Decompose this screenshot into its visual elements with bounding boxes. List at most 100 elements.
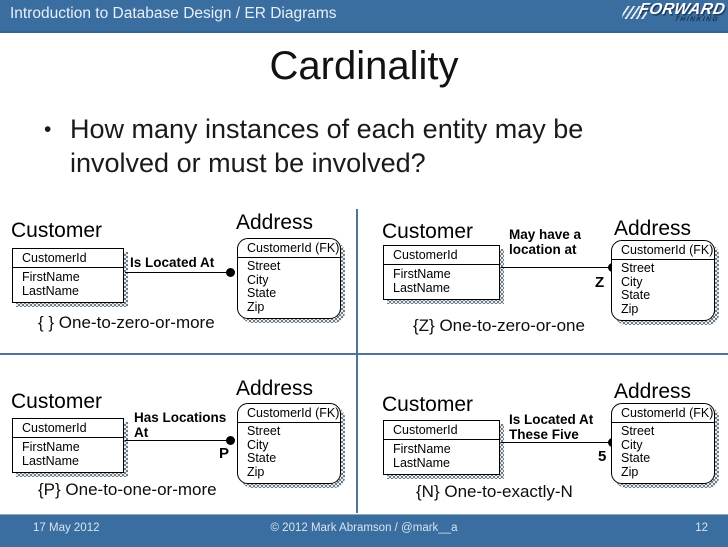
entity-attribute: LastName xyxy=(22,284,79,298)
relationship-line xyxy=(125,440,230,441)
entity-attribute: City xyxy=(247,272,269,287)
entity-attribute: State xyxy=(621,288,651,302)
entity-attribute: Street xyxy=(247,424,281,438)
entity-box: CustomerId (FK) Street City State Zip xyxy=(611,403,715,484)
customer-entity-title: Customer xyxy=(11,219,103,242)
entity-attribute: City xyxy=(621,437,643,452)
relationship-line xyxy=(125,272,230,273)
entity-attribute: City xyxy=(621,274,643,289)
entity-attribute: State xyxy=(247,286,277,300)
entity-attribute: FirstName xyxy=(393,442,451,456)
footer-bar: 17 May 2012 © 2012 Mark Abramson / @mark… xyxy=(0,514,728,547)
entity-attributes: Street City State Zip xyxy=(238,258,340,318)
customer-entity-title: Customer xyxy=(382,393,474,416)
address-entity-title: Address xyxy=(236,377,314,400)
relationship-line xyxy=(501,442,612,443)
quadrant-one-to-zero-or-more: Customer CustomerId FirstName LastName I… xyxy=(0,205,356,353)
quadrant-one-to-zero-or-one: Customer CustomerId FirstName LastName M… xyxy=(356,205,728,353)
relationship-label-line: At xyxy=(134,425,149,440)
entity-key: CustomerId xyxy=(13,419,123,438)
entity-attribute: FirstName xyxy=(22,440,80,454)
entity-box: CustomerId (FK) Street City State Zip xyxy=(611,240,715,321)
entity-box: CustomerId (FK) Street City State Zip xyxy=(237,238,341,319)
bullet-text: How many instances of each entity may be… xyxy=(70,114,584,178)
entity-key: CustomerId (FK) xyxy=(238,239,340,258)
footer-copyright: © 2012 Mark Abramson / @mark__a xyxy=(270,522,458,534)
slide-title: Cardinality xyxy=(269,44,459,88)
cardinality-dot-icon xyxy=(226,268,235,277)
entity-attribute: State xyxy=(247,451,277,465)
entity-attribute: City xyxy=(247,437,269,452)
entity-attribute: Zip xyxy=(621,301,639,316)
relationship-label: Is Located At xyxy=(130,255,214,270)
relationship-label: Is Located At These Five xyxy=(509,412,593,442)
bullet-item: • How many instances of each entity may … xyxy=(44,112,659,180)
entity-key: CustomerId (FK) xyxy=(612,404,714,423)
address-entity: CustomerId (FK) Street City State Zip xyxy=(237,403,345,488)
cardinality-dot-icon xyxy=(226,436,235,445)
entity-attributes: Street City State Zip xyxy=(238,423,340,483)
entity-box: CustomerId (FK) Street City State Zip xyxy=(237,403,341,484)
customer-entity: CustomerId FirstName LastName xyxy=(383,420,504,479)
entity-box: CustomerId FirstName LastName xyxy=(383,245,500,300)
relationship-label-line: Is Located At xyxy=(509,412,594,427)
entity-attribute: Zip xyxy=(621,464,639,479)
entity-key: CustomerId xyxy=(384,246,499,265)
cardinality-letter: 5 xyxy=(598,448,607,465)
forward-logo: FORWARD THINKING xyxy=(621,1,727,31)
cardinality-letter: Z xyxy=(595,274,605,291)
entity-attribute: Street xyxy=(247,259,281,273)
cardinality-caption: {Z} One-to-zero-or-one xyxy=(413,316,585,335)
customer-entity: CustomerId FirstName LastName xyxy=(12,418,128,477)
relationship-label: May have a location at xyxy=(509,227,581,257)
quadrant-divider-vertical xyxy=(356,209,358,513)
customer-entity-title: Customer xyxy=(382,220,474,243)
entity-key: CustomerId xyxy=(13,249,123,268)
customer-entity-title: Customer xyxy=(11,390,103,413)
entity-attribute: Zip xyxy=(247,464,265,479)
address-entity: CustomerId (FK) Street City State Zip xyxy=(611,240,719,325)
logo-subtext: THINKING xyxy=(674,16,720,23)
address-entity: CustomerId (FK) Street City State Zip xyxy=(237,238,345,323)
cardinality-caption: {N} One-to-exactly-N xyxy=(416,482,573,501)
address-entity-title: Address xyxy=(614,217,692,240)
entity-attribute: Street xyxy=(621,424,655,438)
footer-date: 17 May 2012 xyxy=(33,522,100,534)
relationship-label-line: location at xyxy=(509,242,577,257)
relationship-line xyxy=(501,267,612,268)
entity-attributes: FirstName LastName xyxy=(384,265,499,299)
address-entity-title: Address xyxy=(236,211,314,234)
entity-attributes: Street City State Zip xyxy=(612,260,714,320)
relationship-label-line: May have a xyxy=(509,227,582,242)
relationship-label-line: Is Located At xyxy=(130,255,215,270)
entity-box: CustomerId FirstName LastName xyxy=(383,420,500,475)
quadrant-one-to-one-or-more: Customer CustomerId FirstName LastName H… xyxy=(0,356,356,514)
entity-attribute: LastName xyxy=(393,281,450,295)
quadrant-one-to-exactly-n: Customer CustomerId FirstName LastName I… xyxy=(356,356,728,514)
relationship-label-line: Has Locations xyxy=(134,410,227,425)
header-bar: Introduction to Database Design / ER Dia… xyxy=(0,0,728,33)
entity-attribute: FirstName xyxy=(393,267,451,281)
entity-key: CustomerId (FK) xyxy=(238,404,340,423)
entity-attributes: Street City State Zip xyxy=(612,423,714,483)
cardinality-caption: {P} One-to-one-or-more xyxy=(38,480,217,499)
header-title: Introduction to Database Design / ER Dia… xyxy=(10,5,337,22)
entity-attribute: State xyxy=(621,451,651,465)
quadrant-divider-horizontal xyxy=(0,353,728,355)
cardinality-letter: P xyxy=(219,445,230,462)
entity-box: CustomerId FirstName LastName xyxy=(12,418,124,473)
entity-attribute: Zip xyxy=(247,299,265,314)
relationship-label-line: These Five xyxy=(509,427,579,442)
entity-attributes: FirstName LastName xyxy=(13,268,123,302)
address-entity: CustomerId (FK) Street City State Zip xyxy=(611,403,719,488)
entity-attributes: FirstName LastName xyxy=(13,438,123,472)
bullet-icon: • xyxy=(44,118,52,141)
cardinality-caption: { } One-to-zero-or-more xyxy=(38,313,215,332)
entity-attributes: FirstName LastName xyxy=(384,440,499,474)
entity-box: CustomerId FirstName LastName xyxy=(12,248,124,303)
entity-key: CustomerId xyxy=(384,421,499,440)
entity-attribute: LastName xyxy=(393,456,450,470)
relationship-label: Has Locations At xyxy=(134,410,226,440)
entity-attribute: Street xyxy=(621,261,655,275)
customer-entity: CustomerId FirstName LastName xyxy=(12,248,128,307)
